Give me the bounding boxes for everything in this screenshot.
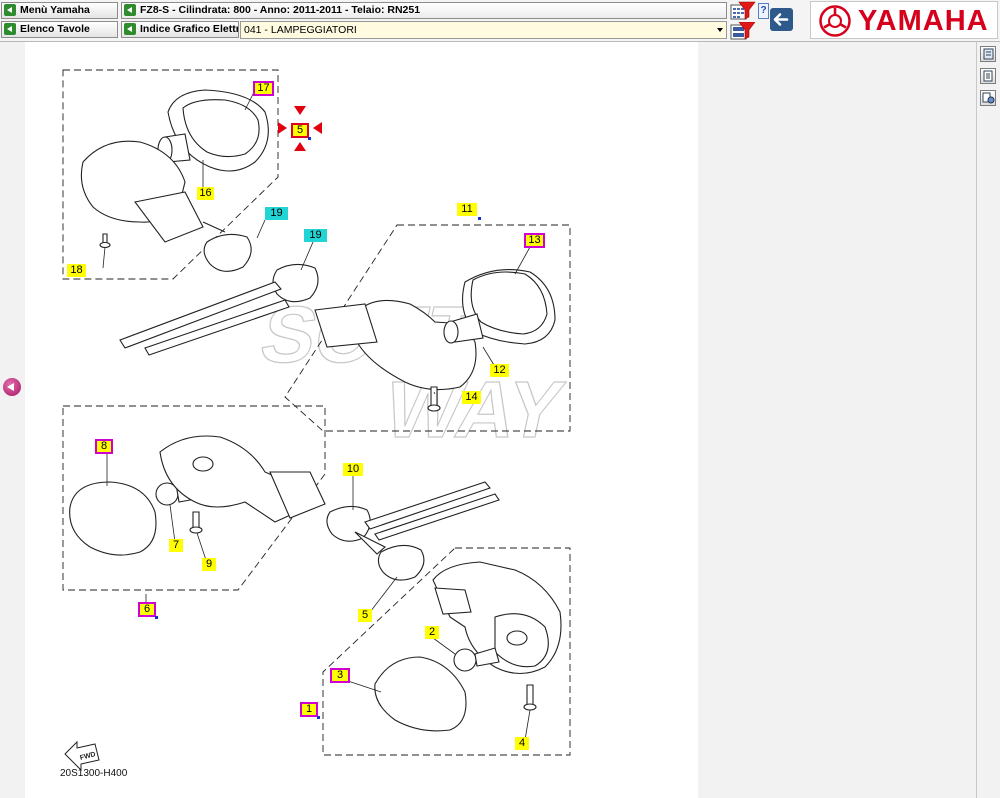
callout-7[interactable]: 7 <box>169 539 183 552</box>
brand-name: YAMAHA <box>858 5 989 37</box>
model-info-bar[interactable]: FZ8-S - Cilindrata: 800 - Anno: 2011-201… <box>121 2 727 19</box>
callout-5[interactable]: 5 <box>358 609 372 622</box>
exploded-diagram-panel: SOFT WAY <box>25 42 698 798</box>
callout-5-selected[interactable]: 5 <box>291 123 311 140</box>
callout-16[interactable]: 16 <box>197 187 214 200</box>
table-select[interactable]: 041 - LAMPEGGIATORI <box>240 21 727 39</box>
tuning-fork-logo-icon <box>819 5 851 37</box>
arrow-left-icon <box>773 13 789 26</box>
indice-grafico-label: Indice Grafico Elettrico <box>140 23 238 35</box>
cart-button[interactable] <box>980 90 996 106</box>
menu-yamaha-button[interactable]: Menù Yamaha <box>1 2 118 19</box>
help-button[interactable]: ? <box>758 3 769 19</box>
table-select-value: 041 - LAMPEGGIATORI <box>244 24 357 36</box>
callout-3[interactable]: 3 <box>330 668 350 683</box>
filter-icon <box>730 1 756 20</box>
callout-4[interactable]: 4 <box>515 737 529 750</box>
callout-9[interactable]: 9 <box>202 558 216 571</box>
parts-list-icon <box>983 48 994 60</box>
chevron-down-icon <box>717 28 723 32</box>
callout-2[interactable]: 2 <box>425 626 439 639</box>
diagram-code: 20S1300-H400 <box>60 768 128 779</box>
right-sidebar <box>976 42 1000 798</box>
help-icon: ? <box>760 5 767 16</box>
move-marker-icon <box>278 106 322 151</box>
svg-text:FWD: FWD <box>79 751 96 762</box>
callout-1[interactable]: 1 <box>300 702 320 719</box>
back-arrow-icon <box>4 4 16 16</box>
filter-list-icon <box>730 21 756 40</box>
callout-6[interactable]: 6 <box>138 602 158 619</box>
fwd-arrow: FWD <box>64 740 100 772</box>
indice-grafico-button[interactable]: Indice Grafico Elettrico <box>121 21 239 38</box>
callout-19-b[interactable]: 19 <box>304 229 327 242</box>
back-arrow-icon <box>124 4 136 16</box>
document-button[interactable] <box>980 68 996 84</box>
back-arrow-icon <box>4 23 16 35</box>
exploded-diagram: SOFT WAY <box>60 69 572 779</box>
back-arrow-icon <box>124 23 136 35</box>
previous-table-button[interactable] <box>3 378 21 396</box>
elenco-tavole-label: Elenco Tavole <box>20 23 90 35</box>
callout-12[interactable]: 12 <box>490 364 509 377</box>
top-toolbar: Menù Yamaha Elenco Tavole FZ8-S - Cilind… <box>0 0 1000 42</box>
callout-18[interactable]: 18 <box>67 264 86 277</box>
filter-sms-button[interactable] <box>730 21 756 40</box>
callout-11[interactable]: 11 <box>457 203 481 220</box>
yamaha-logo: YAMAHA <box>810 1 998 39</box>
document-icon <box>983 70 993 82</box>
callout-8[interactable]: 8 <box>95 439 113 454</box>
callout-19-a[interactable]: 19 <box>265 207 288 220</box>
callout-10[interactable]: 10 <box>343 463 363 476</box>
back-button[interactable] <box>770 8 793 31</box>
callout-13[interactable]: 13 <box>524 233 545 248</box>
menu-yamaha-label: Menù Yamaha <box>20 4 90 16</box>
cart-icon <box>982 92 995 104</box>
callout-17[interactable]: 17 <box>253 81 274 96</box>
elenco-tavole-button[interactable]: Elenco Tavole <box>1 21 118 38</box>
callout-14[interactable]: 14 <box>462 391 481 404</box>
model-info-text: FZ8-S - Cilindrata: 800 - Anno: 2011-201… <box>140 4 421 16</box>
filter-button[interactable] <box>730 1 756 21</box>
parts-list-button[interactable] <box>980 46 996 62</box>
